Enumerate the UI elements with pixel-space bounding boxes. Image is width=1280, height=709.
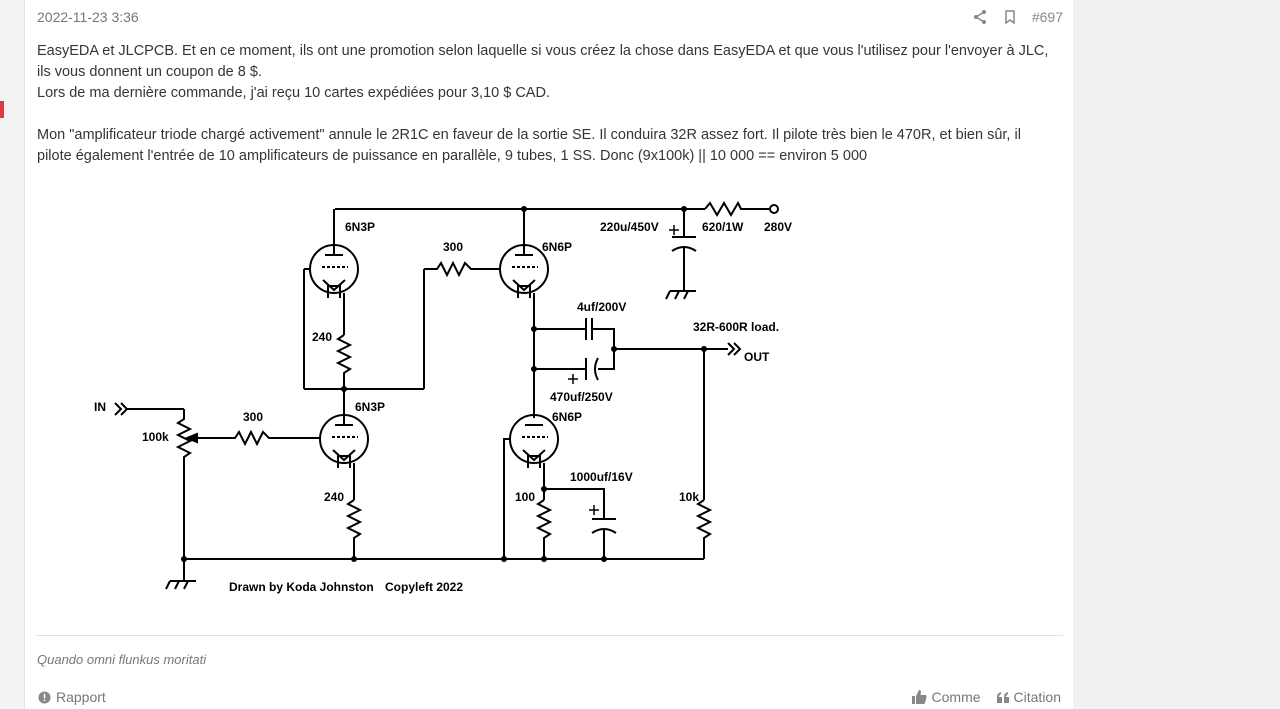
- supply-voltage-label: 280V: [764, 220, 792, 234]
- quote-button[interactable]: Citation: [996, 689, 1061, 705]
- cap-1000uf-label: 1000uf/16V: [570, 470, 633, 484]
- grid-resistor-in-label: 300: [243, 410, 263, 424]
- post-actions: #697: [972, 9, 1063, 25]
- cap-470uf-label: 470uf/250V: [550, 390, 613, 404]
- post-paragraph: Mon "amplificateur triode chargé activem…: [37, 127, 1021, 164]
- post-paragraph: Lors de ma dernière commande, j'ai reçu …: [37, 85, 550, 101]
- credit-author: Drawn by Koda Johnston: [229, 580, 374, 594]
- grid-resistor-top-label: 300: [443, 240, 463, 254]
- report-label: Rapport: [56, 689, 106, 705]
- left-gutter: [0, 0, 24, 709]
- tube-v3-label: 6N3P: [355, 400, 385, 414]
- tube-v4-label: 6N6P: [552, 410, 582, 424]
- post-reactions: Comme Citation: [911, 689, 1061, 705]
- resistor-240-bottom-label: 240: [324, 490, 344, 504]
- resistor-240-top-label: 240: [312, 330, 332, 344]
- share-icon[interactable]: [972, 9, 988, 25]
- right-sidebar: [1073, 0, 1280, 709]
- supply-resistor-label: 620/1W: [702, 220, 744, 234]
- signature-divider: [37, 635, 1063, 636]
- out-label: OUT: [744, 350, 770, 364]
- like-icon: [911, 690, 927, 704]
- load-label: 32R-600R load.: [693, 320, 779, 334]
- tube-v1-label: 6N3P: [345, 220, 375, 234]
- like-button[interactable]: Comme: [911, 689, 981, 705]
- report-icon: [38, 690, 51, 704]
- post-paragraph: EasyEDA et JLCPCB. Et en ce moment, ils …: [37, 43, 1049, 80]
- quote-label: Citation: [1013, 689, 1061, 705]
- user-signature: Quando omni flunkus moritati: [37, 652, 207, 667]
- pot-label: 100k: [142, 430, 169, 444]
- forum-post: 2022-11-23 3:36 #697 EasyEDA et JLCPCB. …: [24, 0, 1074, 709]
- in-label: IN: [94, 400, 106, 414]
- post-number-link[interactable]: #697: [1031, 9, 1063, 25]
- resistor-10k-label: 10k: [679, 490, 699, 504]
- report-button[interactable]: Rapport: [38, 689, 106, 705]
- tube-v2-label: 6N6P: [542, 240, 572, 254]
- post-content: EasyEDA et JLCPCB. Et en ce moment, ils …: [37, 41, 1057, 167]
- resistor-100-label: 100: [515, 490, 535, 504]
- unread-marker: [0, 101, 4, 118]
- circuit-schematic: 6N3P 300 6N6P 220u/450V 620/1W 280V 4uf/…: [94, 200, 792, 594]
- like-label: Comme: [931, 689, 981, 705]
- quote-icon: [996, 691, 1009, 703]
- post-date[interactable]: 2022-11-23 3:36: [37, 9, 139, 25]
- supply-cap-label: 220u/450V: [600, 220, 659, 234]
- bookmark-icon[interactable]: [1002, 9, 1018, 25]
- credit-copyleft: Copyleft 2022: [385, 580, 463, 594]
- cap-4uf-label: 4uf/200V: [577, 300, 626, 314]
